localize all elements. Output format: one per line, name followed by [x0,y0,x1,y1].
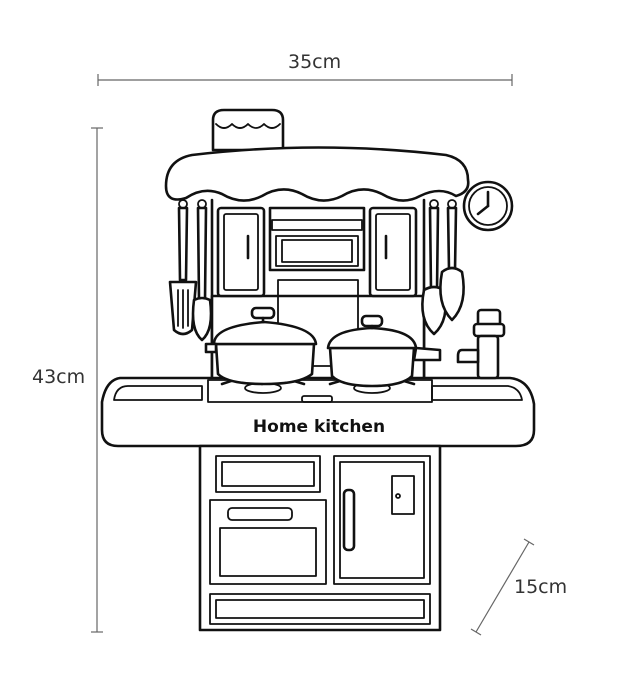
upper-cabinet-right [368,206,418,298]
depth-dimension-line [470,538,535,636]
pot-left [204,306,318,386]
lower-cabinet [198,444,442,632]
height-dimension-label: 43cm [32,366,86,388]
upper-cabinet-left [216,206,266,298]
height-dimension-line [91,127,103,633]
utensil-spatula-left [168,199,198,336]
awning [164,146,470,202]
utensil-ladle-right [421,199,447,336]
product-name-label: Home kitchen [252,417,386,437]
width-dimension-line [97,74,513,86]
pot-right [326,314,442,388]
wall-clock-icon [462,180,514,232]
stove-knob-panel [301,395,333,403]
faucet [456,308,506,380]
utensil-ladle-left [191,199,213,342]
utensil-spoon-right [439,199,465,322]
range-hood [268,206,366,272]
width-dimension-label: 35cm [288,51,342,73]
depth-dimension-label: 15cm [514,576,568,598]
hood-chimney [211,108,285,152]
